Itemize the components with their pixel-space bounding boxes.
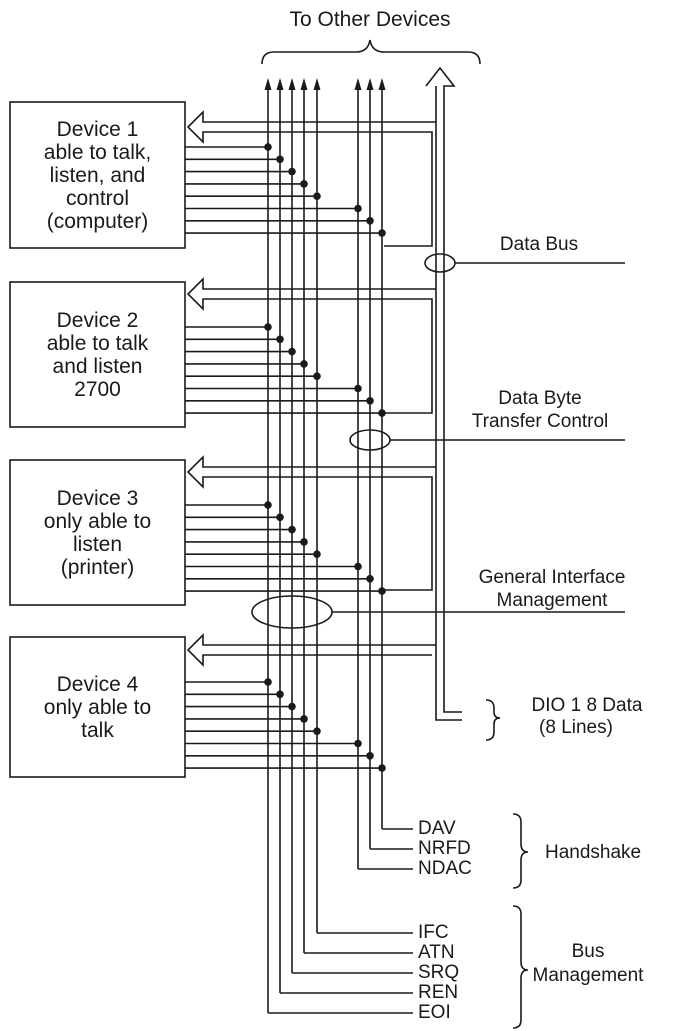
handshake-brace [512,813,529,889]
device-label-line: Device 2 [57,309,139,332]
connection-dot [300,715,308,723]
bus-management-brace [512,905,529,1029]
connection-dot [264,143,272,151]
connection-dot [366,752,374,760]
device-signal-lines [185,143,386,772]
bus-management-label-2: Management [533,965,645,986]
device-label-line: 2700 [74,378,121,401]
connection-dot [378,587,386,595]
device-label-line: able to talk, [44,141,151,164]
device-label-line: listen [73,533,122,556]
dio-label-2: (8 Lines) [539,717,613,738]
data-bus-ellipse [424,253,456,273]
connection-dot [366,397,374,405]
connection-dot [288,525,296,534]
top-brace [261,39,481,65]
bus-line-eoi: EOI [418,1002,451,1023]
bus-management-label-1: Bus [572,941,605,962]
connection-dot [300,180,308,188]
connection-dot [276,155,284,164]
bus-line-srq: SRQ [418,962,459,983]
bus-line-ren: REN [418,982,458,1003]
handshake-line-ndac: NDAC [418,858,472,879]
device-label-line: Device 1 [57,118,139,141]
connection-dot [378,764,386,772]
connection-dot [354,384,362,393]
connection-dot [366,217,374,225]
data-bus [186,66,462,721]
connection-dot [264,501,272,509]
device-box [9,459,186,606]
up-arrowheads [264,78,386,90]
connection-dot [354,204,362,213]
bus-line-atn: ATN [418,942,455,963]
device-label-line: Device 3 [57,487,139,510]
connection-dot [313,727,321,735]
handshake-line-dav: DAV [418,818,456,839]
control-lines [267,86,413,1014]
top-label: To Other Devices [289,8,450,31]
connection-dot [313,550,321,558]
device-box [9,281,186,428]
connection-dot [276,335,284,344]
bus-line-ifc: IFC [418,922,449,943]
connection-dot [300,360,308,368]
device-label-line: Device 4 [57,673,139,696]
device-label-line: only able to [44,696,151,719]
device-label-line: (printer) [61,556,135,579]
connection-dot [264,678,272,686]
device-box [9,101,186,249]
transfer-control-label-2: Transfer Control [472,411,609,432]
connection-dot [378,229,386,237]
dio-brace [485,699,501,741]
device-label-line: only able to [44,510,151,533]
device-label-line: and listen [53,355,143,378]
device-label-line: able to talk [47,332,149,355]
connection-dot [288,702,296,711]
data-bus-label: Data Bus [500,234,578,255]
connection-dot [288,347,296,356]
connection-dot [354,739,362,748]
connection-dot [300,538,308,546]
connection-dot [313,192,321,200]
connection-dot [354,562,362,571]
device-label-line: listen, and [50,164,146,187]
general-interface-label-2: Management [497,590,609,611]
connection-dot [366,575,374,583]
device-label-line: (computer) [47,210,149,233]
connection-dot [276,513,284,522]
connection-dot [276,690,284,699]
handshake-label: Handshake [545,842,641,863]
connection-dot [378,409,386,417]
device-label-line: control [66,187,129,210]
connection-dot [313,372,321,381]
dio-label-1: DIO 1 8 Data [532,695,643,716]
general-interface-label-1: General Interface [479,567,626,588]
connection-dot [288,167,296,176]
transfer-control-label-1: Data Byte [498,388,581,409]
connection-dot [264,323,272,331]
device-label-line: talk [81,719,114,742]
handshake-line-nrfd: NRFD [418,838,471,859]
